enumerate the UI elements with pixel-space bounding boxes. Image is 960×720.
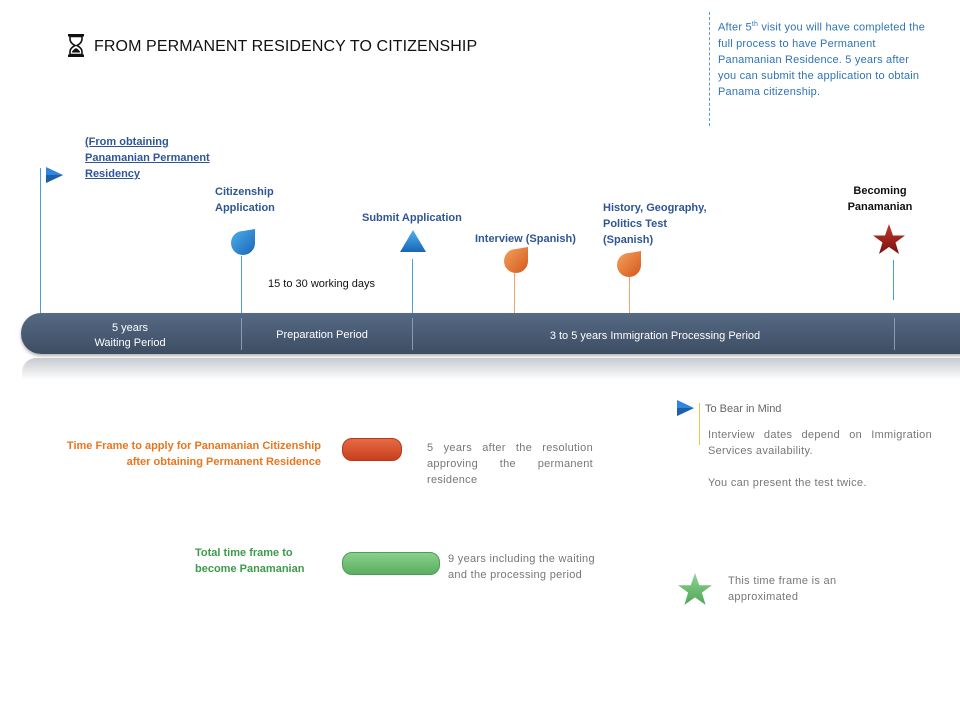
milestone-interview: Interview (Spanish)	[475, 233, 576, 245]
interview-marker-line	[514, 273, 515, 314]
history-marker-line	[629, 277, 630, 314]
star-icon	[678, 573, 712, 605]
approximation-note: This time frame is an approximated	[728, 575, 837, 603]
legend-timeframe-label: Time Frame to apply for Panamanian Citiz…	[66, 440, 321, 468]
submit-marker-line	[412, 259, 413, 314]
working-days-label: 15 to 30 working days	[268, 278, 376, 290]
milestone-citizenship-application: Citizenship Application	[215, 186, 275, 214]
bear-in-mind-text: Interview dates depend on Immigration Se…	[708, 429, 932, 489]
bear-divider	[699, 403, 700, 445]
star-icon	[873, 224, 905, 254]
segment-separator	[894, 318, 895, 350]
timeline-shadow	[22, 358, 960, 380]
legend-total-desc: 9 years including the waiting and the pr…	[448, 553, 595, 581]
flag-icon	[46, 167, 63, 183]
drop-pin-icon	[231, 229, 255, 255]
legend-total-label: Total time frame to become Panamanian	[195, 547, 305, 575]
timeline-bar	[21, 313, 960, 354]
note-divider	[709, 12, 710, 126]
hourglass-icon	[68, 34, 84, 57]
orange-drop-pin-icon	[504, 247, 528, 273]
legend-green-pill	[342, 552, 440, 575]
start-marker-line	[40, 168, 41, 314]
citizenship-marker-line	[241, 256, 242, 314]
milestone-becoming-panamanian: Becoming Panamanian	[847, 185, 913, 213]
segment-waiting-period: 5 years Waiting Period	[94, 322, 166, 349]
milestone-from-residency: (From obtaining Panamanian Permanent Res…	[85, 136, 210, 180]
bear-in-mind-title: To Bear in Mind	[705, 403, 782, 415]
flag-icon	[677, 400, 694, 416]
legend-timeframe-desc: 5 years after the resolution approving t…	[427, 442, 593, 486]
orange-drop-pin-icon	[617, 251, 641, 277]
triangle-icon	[400, 230, 426, 252]
milestone-history-test: History, Geography, Politics Test (Spani…	[603, 202, 707, 246]
segment-separator	[412, 318, 413, 350]
segment-processing-period: 3 to 5 years Immigration Processing Peri…	[549, 330, 761, 342]
becoming-marker-line	[893, 260, 894, 300]
segment-preparation-period: Preparation Period	[276, 329, 368, 341]
milestone-submit-application: Submit Application	[362, 212, 462, 224]
segment-separator	[241, 318, 242, 350]
page-title: FROM PERMANENT RESIDENCY TO CITIZENSHIP	[94, 38, 478, 55]
top-note: After 5th visit you will have completed …	[718, 21, 926, 98]
legend-red-pill	[342, 438, 402, 461]
